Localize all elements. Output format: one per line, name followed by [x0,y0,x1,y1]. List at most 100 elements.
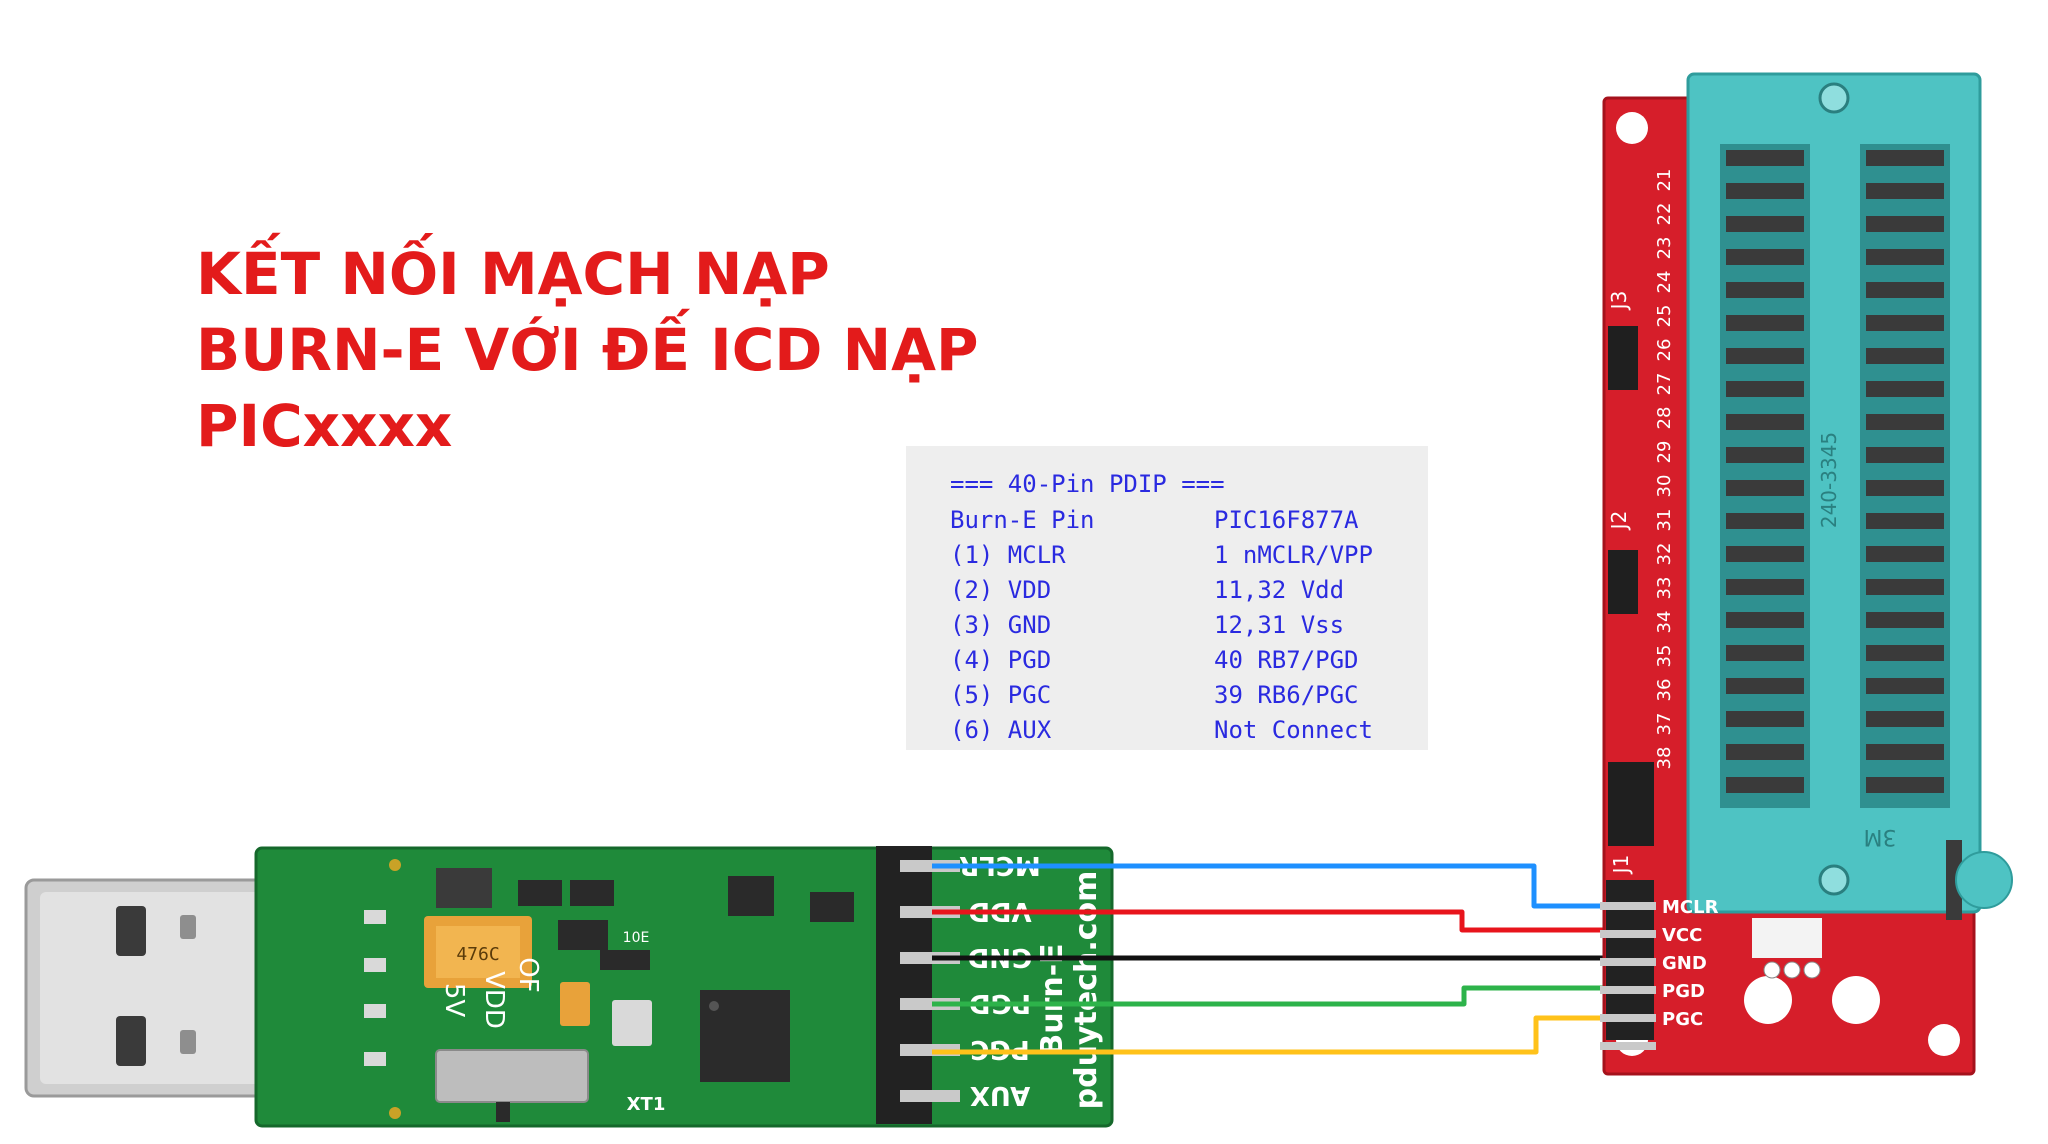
icd-pin-label: PGD [1662,981,1705,1002]
header-pin [900,1090,960,1102]
socket-pin-number: 37 [1654,713,1675,736]
socket-slot [1866,381,1944,397]
pin-mapping-table: === 40-Pin PDIP === Burn-E Pin PIC16F877… [906,446,1428,750]
socket-pin-number: 21 [1654,169,1675,192]
socket-pin-number: 36 [1654,679,1675,702]
page-title: KẾT NỐI MẠCH NẠP BURN-E VỚI ĐẾ ICD NẠP P… [196,236,979,464]
resistor-label: 10E [623,930,650,946]
socket-pin-number: 29 [1654,441,1675,464]
jumper-label-j3: J3 [1607,291,1631,312]
socket-pin-number: 27 [1654,373,1675,396]
socket-pin-number: 30 [1654,475,1675,498]
socket-pin-number: 25 [1654,305,1675,328]
socket-slot [1866,414,1944,430]
socket-slot [1866,249,1944,265]
cap-label: 476C [456,944,499,965]
pin-row-right: Not Connect [1214,716,1373,744]
socket-brand: 3M [1864,824,1897,849]
programmer-pin-label: AUX [970,1080,1030,1110]
programmer-model: Burn-E [1035,943,1070,1056]
pin-row-left: (1) MCLR [950,541,1066,569]
socket-slot [1726,711,1804,727]
socket-slot [1866,546,1944,562]
socket-slot [1866,579,1944,595]
socket-slot [1866,348,1944,364]
socket-slot [1866,183,1944,199]
socket-slot [1866,612,1944,628]
socket-pin-number: 26 [1654,339,1675,362]
socket-slot [1866,150,1944,166]
socket-slot [1866,645,1944,661]
socket-slot [1866,777,1944,793]
icd-pin-label: PGC [1662,1009,1703,1030]
icd-pin-label: MCLR [1662,897,1719,918]
socket-slot [1866,447,1944,463]
socket-slot [1866,513,1944,529]
socket-slot [1866,711,1944,727]
icd-pin [1600,1014,1656,1022]
socket-slot [1866,480,1944,496]
burn-e-programmer: 476C 10E XT1 VDD 5V OF MCLRVDDGNDPGDPGCA… [24,846,1114,1128]
header-pin [900,906,960,918]
socket-slot [1866,216,1944,232]
socket-slot [1866,678,1944,694]
socket-pin-number: 33 [1654,577,1675,600]
socket-slot [1726,612,1804,628]
pin-table-col-left: Burn-E Pin [950,506,1095,534]
pin-row-right: 12,31 Vss [1214,611,1345,639]
header-pin [900,998,960,1010]
socket-pin-number: 35 [1654,645,1675,668]
zif-lever[interactable] [1946,840,1962,920]
wire-mclr [932,863,1610,909]
inductor [436,868,492,908]
socket-pin-number: 24 [1654,271,1675,294]
power-switch[interactable] [435,1049,589,1103]
switch-label-of: OF [513,957,543,992]
jumper-label-j2: J2 [1607,511,1631,532]
socket-pin-number: 34 [1654,611,1675,634]
socket-pin-number: 22 [1654,203,1675,226]
socket-slot [1726,315,1804,331]
crystal [612,1000,652,1046]
pin-row-left: (5) PGC [950,681,1052,709]
jumper-label-j1: J1 [1609,855,1633,876]
pin-table-header: === 40-Pin PDIP === [950,470,1225,498]
socket-slot [1726,777,1804,793]
programmer-pin-header [876,846,932,1124]
socket-slot [1866,282,1944,298]
programmer-pin-label: PGC [970,1034,1029,1064]
title-line-1: KẾT NỐI MẠCH NẠP [196,240,830,308]
socket-slot [1726,216,1804,232]
socket-slot [1726,348,1804,364]
pin-row-left: (3) GND [950,611,1052,639]
title-line-2: BURN-E VỚI ĐẾ ICD NẠP [196,316,979,384]
wires [932,863,1610,1055]
jumper-j1[interactable] [1608,762,1654,846]
socket-slot [1866,315,1944,331]
pin-row-left: (4) PGD [950,646,1052,674]
jumper-j3[interactable] [1608,326,1638,390]
socket-slot [1726,447,1804,463]
wire-pgc [932,1015,1610,1055]
socket-slot [1866,744,1944,760]
socket-pin-number: 38 [1654,747,1675,770]
socket-pin-number: 23 [1654,237,1675,260]
pin-table-col-right: PIC16F877A [1214,506,1359,534]
header-pin [900,860,960,872]
icd-pin [1600,958,1656,966]
icd-socket-board: J3 J2 J1 2122232425262728293031323334353… [1600,72,2013,1076]
socket-slot [1726,183,1804,199]
socket-slot [1726,480,1804,496]
pin-row-right: 11,32 Vdd [1214,576,1345,604]
pin-row-left: (2) VDD [950,576,1052,604]
icd-pin [1600,902,1656,910]
wire-vdd [932,909,1610,933]
jumper-j2[interactable] [1608,550,1638,614]
pin-row-right: 39 RB6/PGC [1214,681,1359,709]
title-line-3: PICxxxx [196,392,453,460]
socket-slot [1726,414,1804,430]
socket-part-number: 240-3345 [1817,432,1841,528]
socket-slot [1726,150,1804,166]
pin-row-left: (6) AUX [950,716,1052,744]
